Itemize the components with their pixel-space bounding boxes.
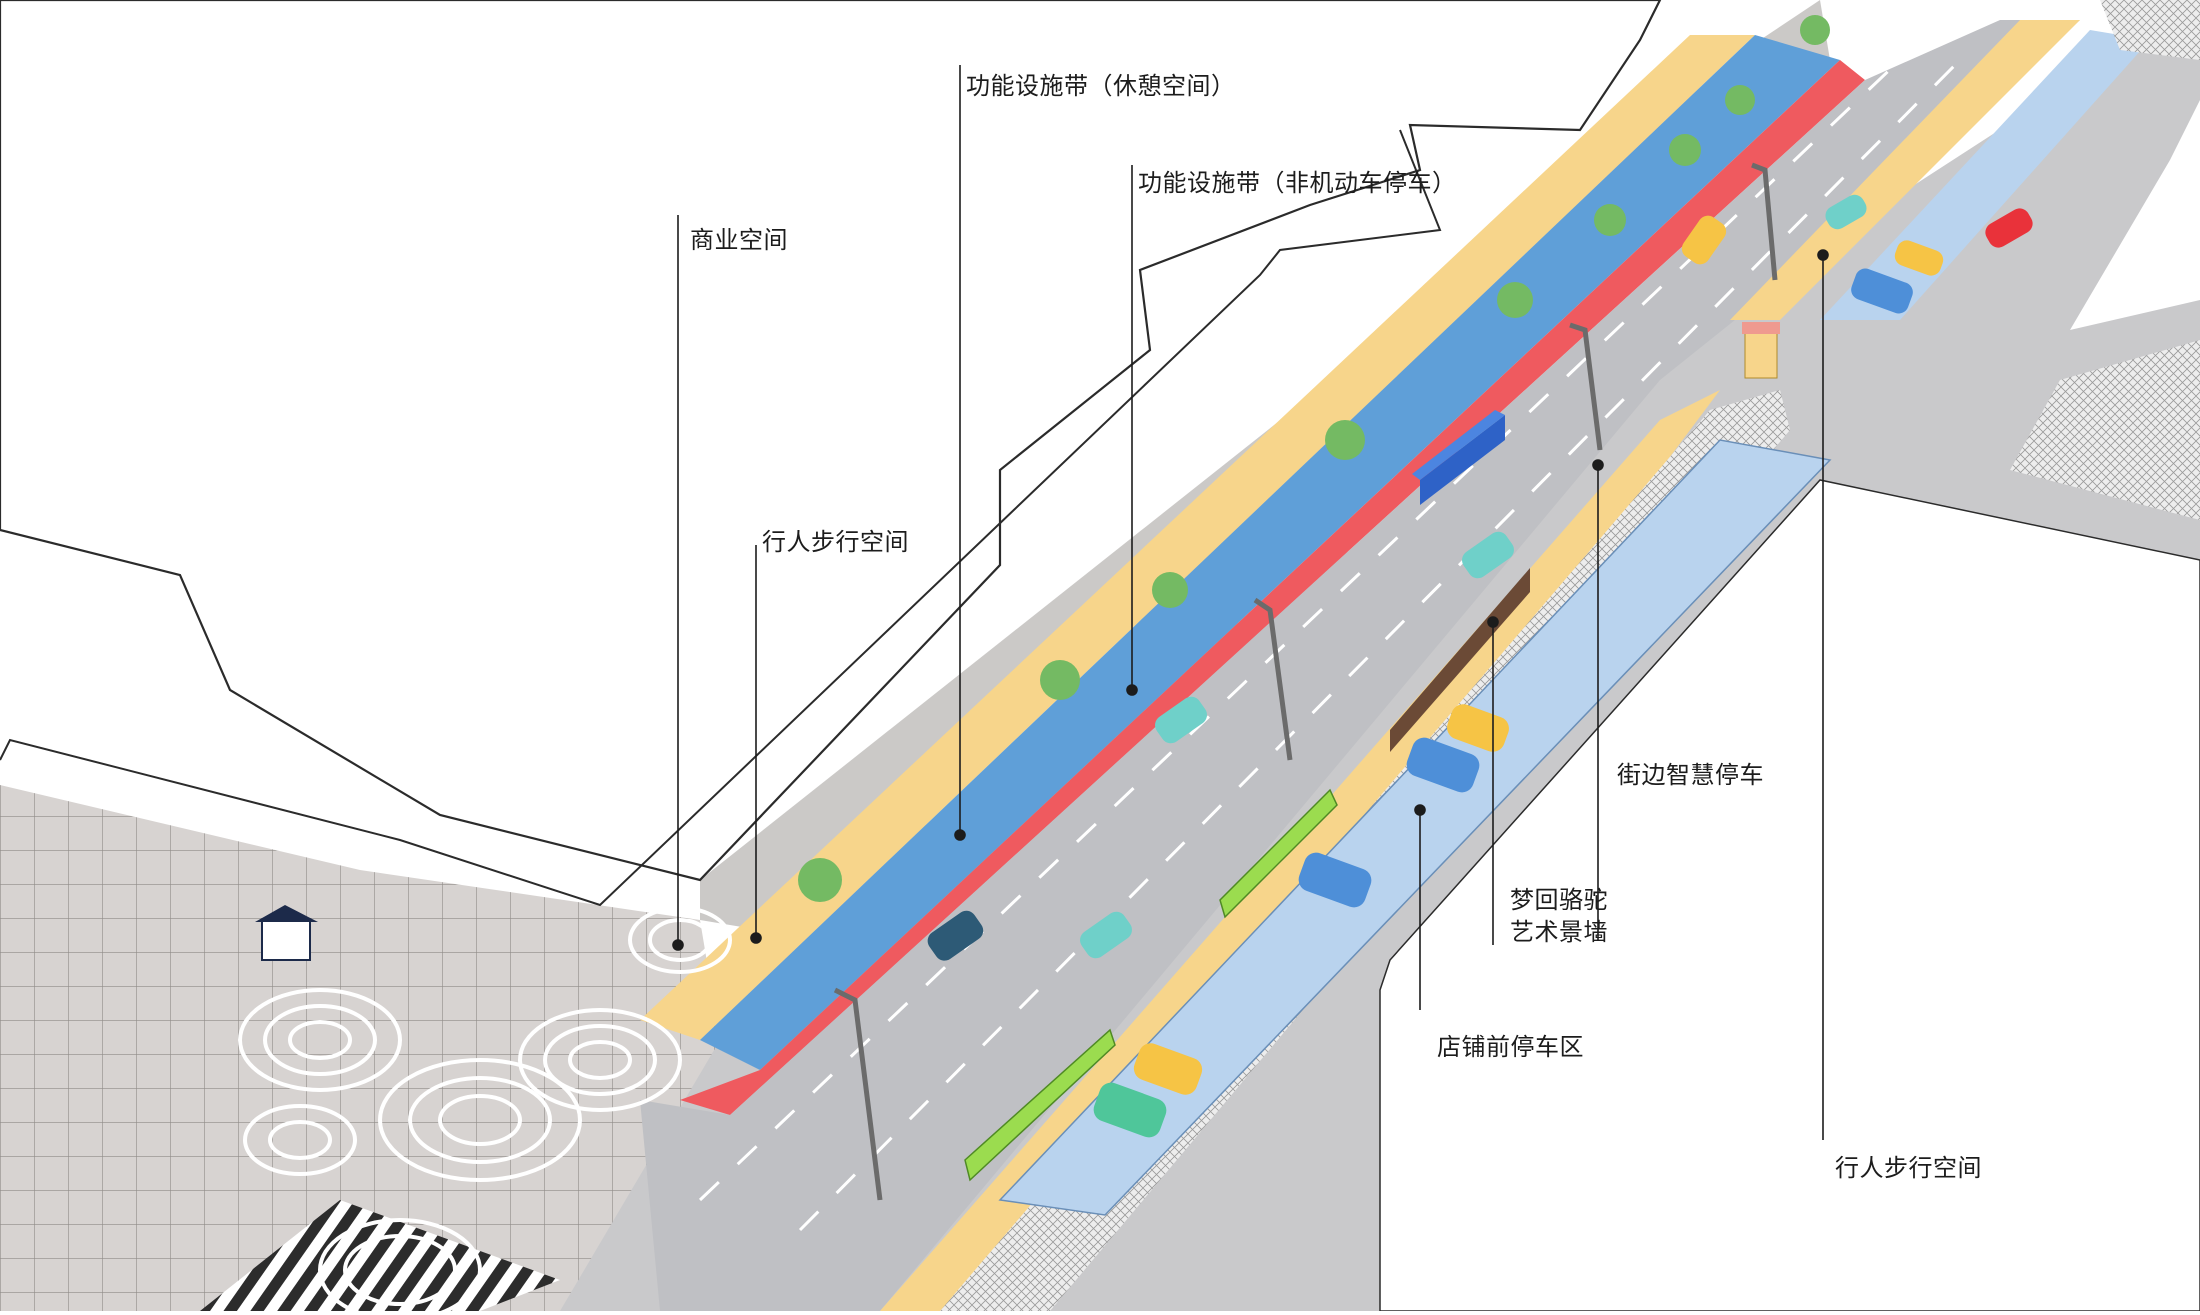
right-sidewalk [880, 390, 1720, 1311]
art-wall [1390, 568, 1530, 752]
label-art-wall: 梦回骆驼 艺术景墙 [1510, 884, 1608, 948]
leader-lines [672, 65, 1829, 1140]
street-lamps [833, 162, 1778, 1201]
upper-right-building [2010, 340, 2200, 520]
upper-right-hatched-border [2100, 0, 2200, 60]
building-outline [0, 0, 1662, 882]
upper-right-white-block [2070, 100, 2200, 330]
label-art-wall-line2: 艺术景墙 [1510, 918, 1608, 946]
plaza-circles [238, 906, 732, 1315]
cars [927, 194, 2033, 1138]
left-sidewalk [640, 35, 1755, 1040]
lane-markings [698, 58, 1962, 1232]
shopfront-parking-area [998, 439, 1832, 1216]
label-facility-rest: 功能设施带（休憩空间） [966, 72, 1236, 100]
label-smart-parking: 街边智慧停车 [1617, 761, 1764, 789]
crosswalk [200, 1200, 560, 1311]
label-pedestrian-space-left: 行人步行空间 [762, 528, 909, 556]
bike-facility-strip [700, 35, 1840, 1070]
bike-lane [680, 60, 1865, 1115]
label-commercial-space: 商业空间 [690, 226, 788, 254]
bus [1412, 410, 1505, 505]
upper-right-sidewalk [1730, 20, 2080, 320]
building-outline-inner [0, 129, 1442, 907]
label-shopfront-parking: 店铺前停车区 [1437, 1033, 1584, 1061]
planters [964, 788, 1338, 1182]
label-facility-bike-parking: 功能设施带（非机动车停车） [1138, 169, 1457, 197]
plaza-grid [0, 785, 720, 1311]
label-art-wall-line1: 梦回骆驼 [1510, 886, 1608, 914]
label-pedestrian-space-right: 行人步行空间 [1835, 1154, 1982, 1182]
trees [798, 15, 1830, 902]
kiosk [255, 322, 1780, 961]
